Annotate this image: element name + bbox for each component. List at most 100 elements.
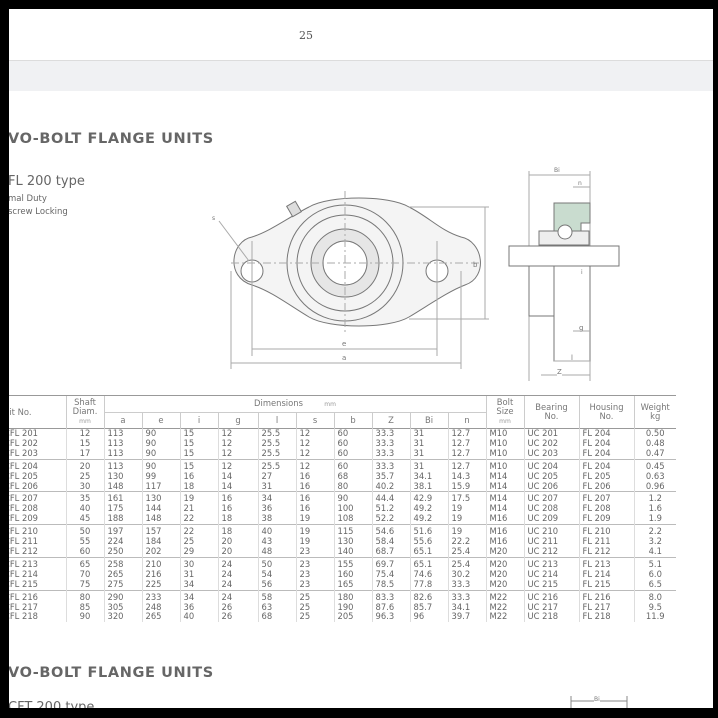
dim-label-bi: Bi (554, 167, 560, 174)
table-row: CFL 218903202654026682520596.39639.7M22U… (9, 611, 676, 623)
header-dim-g: g (217, 412, 258, 429)
cell-i: 16 (179, 471, 218, 482)
cell-shaft-diam: 65 (65, 556, 104, 570)
cell-bi: 49.2 (409, 513, 448, 525)
cell-bearing-no: UC 215 (523, 579, 579, 591)
cell-s: 25 (295, 612, 334, 623)
cell-housing-no: FL 215 (578, 579, 634, 591)
cell-g: 18 (217, 513, 258, 525)
cell-n: 19 (447, 503, 486, 515)
header-dim-e: e (141, 412, 180, 429)
cell-weight: 4.1 (633, 546, 676, 558)
cell-a: 197 (103, 524, 142, 538)
cell-n: 15.9 (447, 481, 486, 492)
cell-i: 36 (179, 602, 218, 613)
cell-bi: 34.1 (409, 471, 448, 482)
cell-b: 80 (333, 481, 372, 492)
dim-label-b: b (473, 261, 478, 269)
cell-n: 34.1 (447, 602, 486, 613)
cell-i: 34 (179, 589, 218, 603)
cell-z: 35.7 (371, 471, 410, 482)
cell-e: 216 (141, 569, 180, 580)
cell-i: 22 (179, 513, 218, 525)
cell-b: 155 (333, 556, 372, 570)
cell-n: 19 (447, 524, 486, 538)
cell-housing-no: FL 204 (578, 458, 634, 472)
cell-weight: 3.2 (633, 536, 676, 547)
page-number: 25 (299, 29, 313, 42)
cell-weight: 8.0 (633, 589, 676, 603)
cell-b: 115 (333, 524, 372, 538)
cell-bearing-no: UC 201 (523, 427, 579, 439)
cell-bi: 42.9 (409, 491, 448, 505)
cell-a: 250 (103, 546, 142, 558)
cell-a: 113 (103, 427, 142, 439)
cell-bolt-size: M20 (485, 546, 524, 558)
cell-weight: 0.47 (633, 448, 676, 460)
cell-l: 25.5 (257, 427, 296, 439)
header-dim-l: l (257, 412, 296, 429)
cell-weight: 0.48 (633, 438, 676, 449)
next-section-title: VO-BOLT FLANGE UNITS (9, 665, 214, 681)
cell-bolt-size: M22 (485, 589, 524, 603)
cell-shaft-diam: 60 (65, 546, 104, 558)
cell-e: 225 (141, 579, 180, 591)
cell-housing-no: FL 212 (578, 546, 634, 558)
cell-b: 190 (333, 602, 372, 613)
cell-unit-no: CFL 209 (9, 513, 38, 524)
dim-label-z: Z (557, 368, 562, 376)
cell-s: 16 (295, 491, 334, 505)
cell-z: 58.4 (371, 536, 410, 547)
cell-l: 56 (257, 579, 296, 591)
cell-z: 40.2 (371, 481, 410, 492)
cell-z: 68.7 (371, 546, 410, 558)
cell-b: 60 (333, 427, 372, 439)
cell-unit-no: CFL 218 (9, 611, 38, 622)
cell-housing-no: FL 204 (578, 427, 634, 439)
cell-bi: 85.7 (409, 602, 448, 613)
cell-a: 290 (103, 589, 142, 603)
cell-bi: 82.6 (409, 589, 448, 603)
cell-bearing-no: UC 203 (523, 448, 579, 460)
cell-unit-no: CFL 214 (9, 568, 38, 579)
cell-bolt-size: M20 (485, 556, 524, 570)
table-row: CFL 20630148117181431168040.238.115.9M14… (9, 481, 676, 492)
cell-housing-no: FL 206 (578, 481, 634, 492)
cell-bi: 49.2 (409, 503, 448, 515)
cell-n: 19 (447, 513, 486, 525)
cell-unit-no: CFL 217 (9, 601, 38, 612)
cell-a: 113 (103, 448, 142, 460)
cell-shaft-diam: 90 (65, 612, 104, 623)
cell-weight: 0.45 (633, 458, 676, 472)
next-dim-label-bi: Bi (594, 696, 600, 703)
catalog-page: VO-BOLT FLANGE UNITS FL 200 type mal Dut… (9, 91, 713, 708)
cell-i: 30 (179, 556, 218, 570)
cell-l: 25.5 (257, 438, 296, 449)
cell-housing-no: FL 210 (578, 524, 634, 538)
cell-bearing-no: UC 216 (523, 589, 579, 603)
cell-z: 54.6 (371, 524, 410, 538)
viewer-top-bar: 25 (9, 9, 713, 60)
cell-bi: 31 (409, 427, 448, 439)
cell-bolt-size: M14 (485, 471, 524, 482)
subtitle-line: screw Locking (9, 207, 68, 217)
cell-b: 108 (333, 513, 372, 525)
cell-b: 160 (333, 569, 372, 580)
cell-g: 16 (217, 491, 258, 505)
cell-bolt-size: M20 (485, 569, 524, 580)
cell-g: 12 (217, 427, 258, 439)
cell-n: 12.7 (447, 438, 486, 449)
cell-shaft-diam: 80 (65, 589, 104, 603)
cell-l: 36 (257, 503, 296, 515)
cell-bearing-no: UC 207 (523, 491, 579, 505)
cell-z: 78.5 (371, 579, 410, 591)
cell-shaft-diam: 17 (65, 448, 104, 460)
cell-housing-no: FL 217 (578, 602, 634, 613)
cell-g: 12 (217, 448, 258, 460)
cell-housing-no: FL 209 (578, 513, 634, 525)
cell-housing-no: FL 214 (578, 569, 634, 580)
document-viewer[interactable]: 25 VO-BOLT FLANGE UNITS FL 200 type mal … (9, 9, 713, 708)
cell-weight: 1.6 (633, 503, 676, 515)
cell-b: 60 (333, 438, 372, 449)
